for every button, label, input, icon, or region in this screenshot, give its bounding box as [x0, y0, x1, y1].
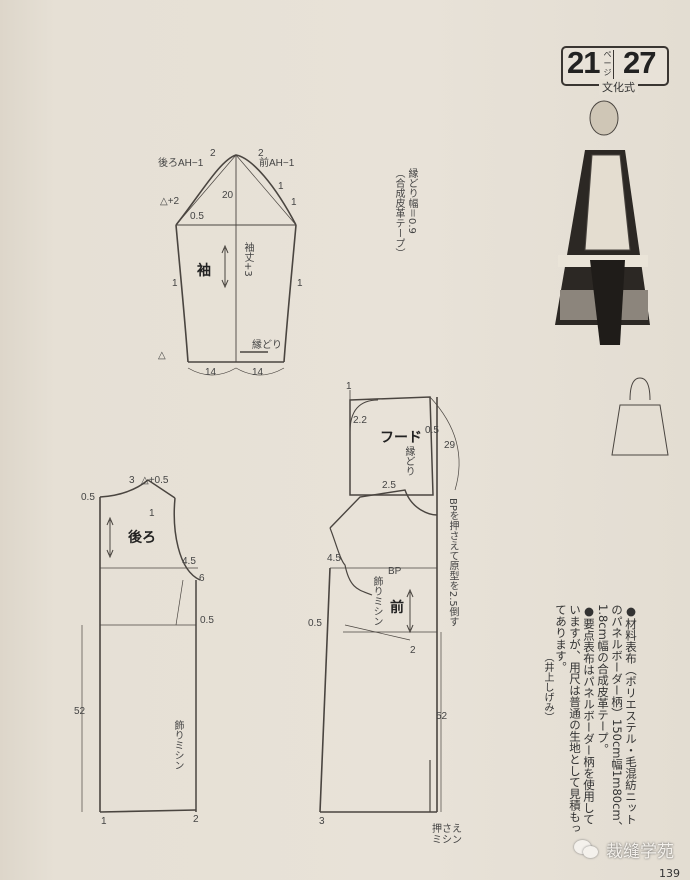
hood-title: フード — [380, 430, 422, 446]
front-side-drop: 2 — [410, 645, 416, 656]
back-hem-left: 1 — [101, 816, 107, 827]
author-credit: （井上しげみ） — [542, 652, 553, 722]
sleeve-cap-top-right: 2 — [258, 148, 264, 159]
sleeve-trim: 縁どり — [252, 340, 282, 351]
sleeve-grain-mark: △ — [158, 350, 166, 361]
sleeve-back-armhole: 後ろAH−1 — [158, 158, 204, 169]
back-length: 52 — [74, 706, 86, 717]
chat-bubble-icon — [574, 839, 600, 860]
sleeve-front-armhole: 前AH−1 — [259, 158, 295, 169]
front-body-title: 前 — [390, 600, 404, 616]
hood-top-mark: 1 — [346, 381, 352, 392]
instructions-block: ●材料表布（ポリエステル・毛混紡ニットのパネルボーダー柄）150cm幅1m80c… — [540, 604, 638, 834]
sleeve-cap-top-left: 2 — [210, 148, 216, 159]
materials-text: 表布（ポリエステル・毛混紡ニットのパネルボーダー柄）150cm幅1m80cm、1… — [596, 604, 638, 833]
hood-arc-length: 29 — [444, 440, 456, 451]
watermark: 裁缝学苑 — [574, 837, 674, 862]
front-dart-note: BPを押さえて原型を2.5倒す — [447, 498, 458, 627]
front-length: 52 — [436, 711, 448, 722]
front-body-draft — [319, 397, 442, 813]
hood-trim: 縁どり — [403, 446, 414, 476]
pattern-number: 27 — [623, 45, 656, 80]
back-decorative-stitch: 飾りミシン — [172, 720, 183, 770]
points-heading: ●要点 — [582, 604, 596, 641]
hood-front-ease: 0.5 — [425, 425, 439, 436]
sleeve-left-offset: △+2 — [160, 196, 180, 207]
back-neck-rise: 0.5 — [81, 492, 95, 503]
back-armhole-width: 6 — [199, 573, 205, 584]
page-ref-number: 21 — [567, 45, 600, 80]
sleeve-front-offset-1: 1 — [278, 181, 284, 192]
front-decorative-stitch: 飾りミシン — [371, 576, 382, 626]
hood-corner-curve: 2.2 — [353, 415, 367, 426]
back-body-draft — [81, 479, 201, 813]
sleeve-hem-right: 14 — [252, 367, 264, 378]
sleeve-front-offset-2: 1 — [291, 197, 297, 208]
trim-width-note: 縁どり幅＝0.9 — [406, 168, 417, 234]
page-number: 139 — [659, 867, 680, 880]
sleeve-cap-height: 20 — [222, 190, 234, 201]
back-body-title: 後ろ — [128, 530, 156, 546]
front-bust-point: BP — [388, 566, 402, 577]
sleeve-title: 袖 — [197, 263, 211, 279]
front-side-offset: 0.5 — [308, 618, 322, 629]
sleeve-side-right: 1 — [297, 278, 303, 289]
sleeve-draft — [175, 154, 297, 376]
watermark-text: 裁缝学苑 — [606, 842, 674, 862]
front-topstitch: 押さえミシン — [432, 824, 462, 846]
points-text: 表布はパネルボーダー柄を使用していますが、用尺は普通の生地として見積もってありま… — [554, 604, 596, 834]
style-system-label: 文化式 — [599, 79, 638, 95]
back-armhole-depth: 4.5 — [182, 556, 196, 567]
front-armhole-depth: 4.5 — [327, 553, 341, 564]
trim-material-note: （合成皮革テープ） — [393, 168, 404, 258]
sleeve-hem-left: 14 — [205, 367, 217, 378]
hood-draft — [349, 390, 460, 496]
back-shoulder-offset: △+0.5 — [141, 475, 169, 486]
back-hem-right: 2 — [193, 814, 199, 825]
back-side-out: 0.5 — [200, 615, 214, 626]
hood-neck-offset: 2.5 — [382, 480, 396, 491]
front-hem-left: 3 — [319, 816, 325, 827]
badge-divider — [613, 50, 614, 82]
sleeve-side-left: 1 — [172, 278, 178, 289]
back-view-sketch — [611, 377, 669, 456]
back-shoulder-drop: 1 — [149, 508, 155, 519]
sleeve-left-ease: 0.5 — [190, 211, 204, 222]
fashion-illustration — [555, 100, 650, 345]
pattern-number-badge: 21 ページ 27 — [561, 45, 669, 86]
page-ref-unit: ページ — [603, 50, 612, 77]
back-neck-width: 3 — [129, 475, 135, 486]
materials-heading: ●材料 — [624, 604, 638, 641]
sleeve-length: 袖丈+3 — [242, 242, 253, 277]
